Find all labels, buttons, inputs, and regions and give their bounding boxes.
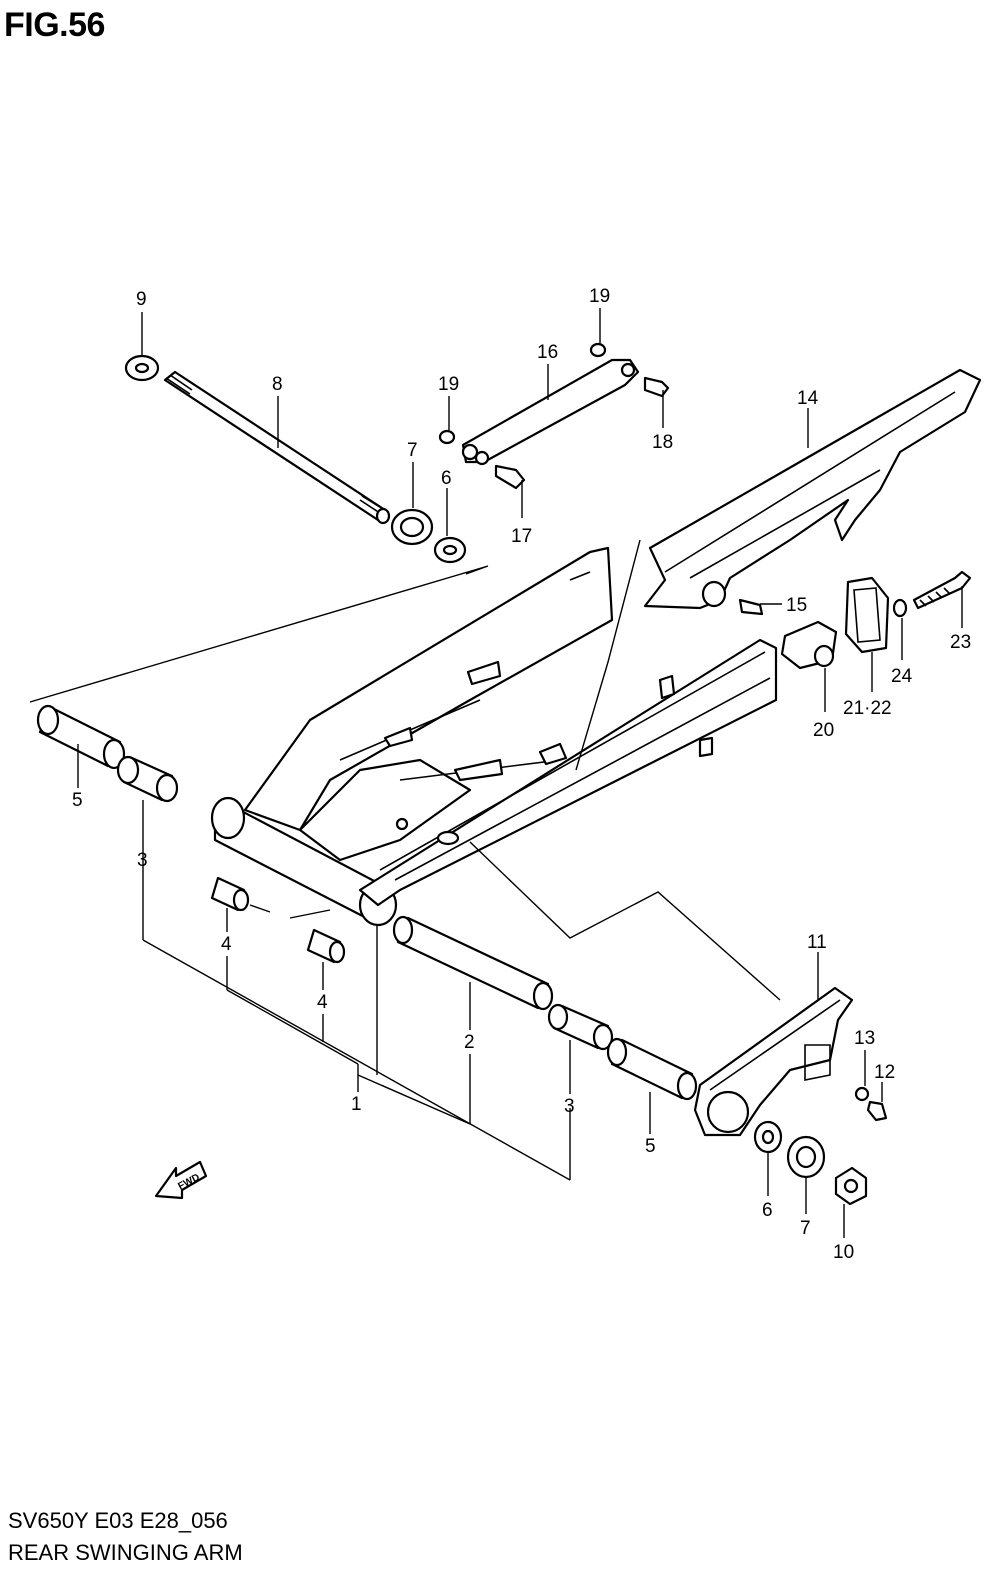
part-6-washer-lower <box>753 1120 783 1154</box>
part-4-bearing-b <box>306 928 346 964</box>
callout-3-left: 3 <box>137 850 148 871</box>
part-5-collar-right <box>606 1037 698 1101</box>
part-3-bearing-left <box>116 755 179 803</box>
callout-21-22: 21·22 <box>843 698 892 719</box>
callout-20: 20 <box>813 720 834 741</box>
part-7-collar-upper <box>390 508 434 546</box>
part-23-bolt <box>912 570 972 610</box>
callout-23: 23 <box>950 632 971 653</box>
callout-19-left: 19 <box>438 374 459 395</box>
callout-4-a: 4 <box>221 934 232 955</box>
fwd-arrow-icon: FWD <box>154 1160 208 1200</box>
part-3-bearing-right <box>547 1003 614 1051</box>
callout-11: 11 <box>807 932 827 953</box>
part-16-torque-link <box>461 358 640 466</box>
part-19-nut-left <box>438 429 456 445</box>
part-5-collar-left <box>36 704 126 770</box>
part-20-bracket <box>780 620 838 670</box>
part-6-washer-upper <box>433 536 467 564</box>
part-4-bearing-a <box>210 876 250 912</box>
section-name: REAR SWINGING ARM <box>8 1540 243 1565</box>
part-15-screw <box>738 598 764 616</box>
callout-5-left: 5 <box>72 790 83 811</box>
part-12-bolt <box>866 1100 888 1122</box>
model-code: SV650Y E03 E28_056 <box>8 1508 228 1533</box>
part-11-chain-guard <box>693 986 854 1137</box>
figure-title: FIG.56 <box>4 6 105 44</box>
callout-8: 8 <box>272 374 283 395</box>
part-21-22-pad <box>844 576 890 654</box>
callout-17: 17 <box>511 526 532 547</box>
callout-labels: 9 8 7 6 19 16 19 17 18 14 15 23 24 21·22… <box>72 286 971 1263</box>
callout-4-b: 4 <box>317 992 328 1013</box>
callout-5-right: 5 <box>645 1136 656 1157</box>
part-8-pivot-shaft <box>163 370 391 525</box>
callout-10: 10 <box>833 1242 854 1263</box>
part-18-bolt <box>643 376 670 398</box>
callout-13: 13 <box>854 1028 875 1049</box>
callout-14: 14 <box>797 388 819 409</box>
part-1-swingarm <box>210 546 778 927</box>
part-24-washer <box>892 598 908 618</box>
part-13-washer <box>854 1086 870 1102</box>
part-17-bolt <box>494 464 526 490</box>
callout-9: 9 <box>136 289 147 310</box>
callout-19-right: 19 <box>589 286 610 307</box>
callout-24: 24 <box>891 666 913 687</box>
part-9-nut <box>124 354 160 382</box>
callout-1: 1 <box>351 1094 362 1115</box>
callout-6-lower: 6 <box>762 1200 773 1221</box>
callout-2: 2 <box>464 1032 475 1053</box>
part-2-spacer <box>392 915 554 1011</box>
callout-7-upper: 7 <box>407 440 418 461</box>
callout-6-upper: 6 <box>441 468 452 489</box>
part-19-nut-right <box>589 342 607 358</box>
callout-12: 12 <box>874 1062 895 1083</box>
callout-3-right: 3 <box>564 1096 575 1117</box>
part-10-nut <box>834 1166 868 1206</box>
part-7-collar-lower <box>786 1135 826 1179</box>
callout-18: 18 <box>652 432 673 453</box>
leader-lines <box>29 308 963 1238</box>
callout-15: 15 <box>786 595 807 616</box>
callout-7-lower: 7 <box>800 1218 811 1239</box>
callout-16: 16 <box>537 342 558 363</box>
part-14-chain-case <box>643 368 982 610</box>
